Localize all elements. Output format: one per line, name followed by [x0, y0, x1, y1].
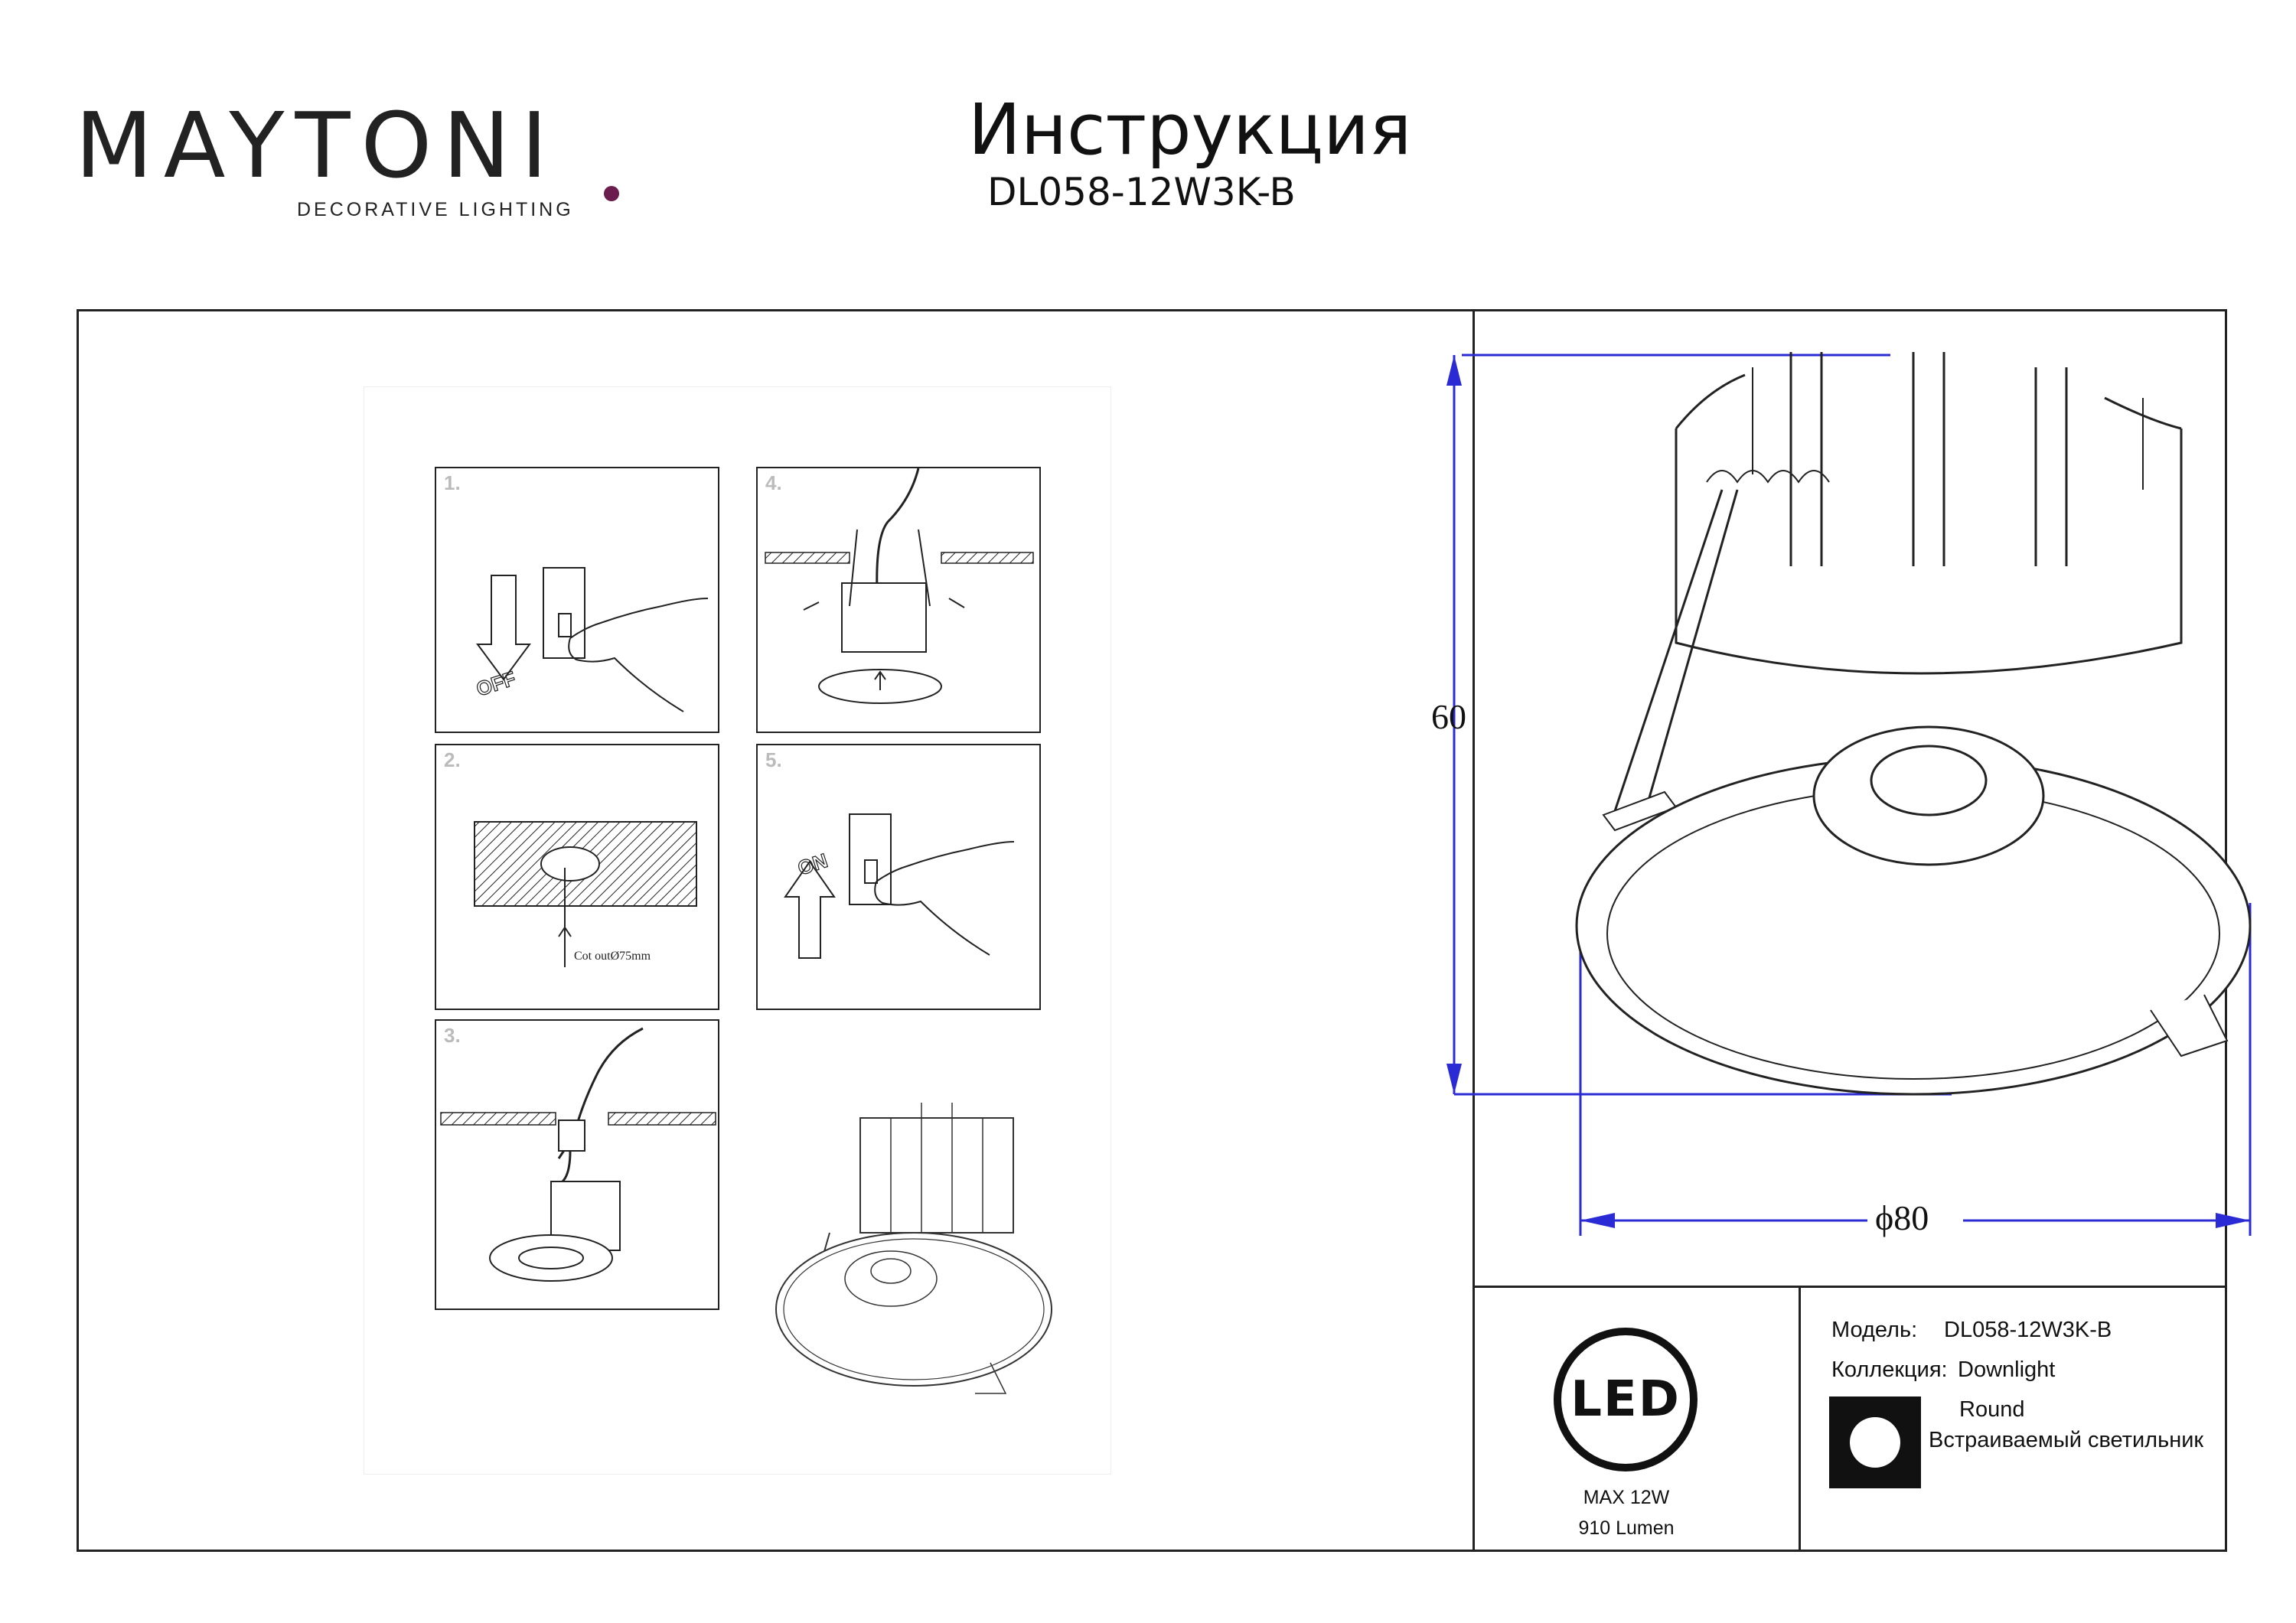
- collection-value: Downlight: [1958, 1357, 2056, 1382]
- led-badge: LED: [1554, 1328, 1698, 1471]
- off-label: OFF: [474, 666, 519, 701]
- cutout-label: Cot outØ75mm: [574, 950, 651, 963]
- technical-drawing: [1446, 352, 2252, 1236]
- led-label: LED: [1570, 1371, 1681, 1428]
- step-4-box: 4.: [756, 467, 1041, 733]
- brand-logo: MAYTONI DECORATIVE LIGHTING: [75, 92, 619, 226]
- connect-wire-icon: [440, 1027, 716, 1282]
- frame-divider: [1473, 309, 1475, 1552]
- lumen-spec: 910 Lumen: [1578, 1517, 1675, 1539]
- switch-off-icon: OFF: [473, 567, 709, 712]
- logo-tagline: DECORATIVE LIGHTING: [297, 199, 574, 220]
- info-column-divider: [1799, 1286, 1801, 1552]
- step-5-box: 5. ON: [756, 744, 1041, 1010]
- page-title: Инструкция: [968, 89, 1412, 171]
- fixture-sketch-icon: [775, 1103, 1052, 1394]
- collection-label: Коллекция:: [1831, 1357, 1948, 1382]
- step-2-box: 2. Cot outØ75mm: [435, 744, 719, 1010]
- model-value: DL058-12W3K-B: [1944, 1318, 2112, 1342]
- round-shape-icon: [1829, 1396, 1921, 1488]
- step-1-box: 1. OFF: [435, 467, 719, 733]
- logo-wordmark: MAYTONI: [75, 93, 559, 198]
- step-number: 5.: [765, 748, 782, 771]
- step-3-box: 3.: [435, 1019, 719, 1310]
- model-label: Модель:: [1831, 1318, 1918, 1342]
- dimension-diameter: ϕ80: [1875, 1198, 1929, 1237]
- logo-accent-dot-icon: [604, 186, 619, 201]
- model-code: DL058-12W3K-B: [987, 170, 1296, 214]
- step-number: 1.: [444, 471, 461, 494]
- insert-fixture-icon: [765, 468, 1034, 704]
- step-number: 3.: [444, 1024, 461, 1047]
- power-spec: MAX 12W: [1583, 1487, 1670, 1508]
- installation-panel: 1. OFF 2. Cot outØ75mm 3.: [364, 386, 1111, 1475]
- info-divider: [1473, 1286, 2227, 1288]
- shape-value: Round: [1959, 1397, 2025, 1422]
- step-number: 4.: [765, 471, 782, 494]
- step-number: 2.: [444, 748, 461, 771]
- switch-on-icon: ON: [784, 813, 1015, 959]
- dimension-height: 60: [1431, 697, 1466, 736]
- type-value: Встраиваемый светильник: [1929, 1428, 2204, 1452]
- ceiling-cutout-icon: Cot outØ75mm: [474, 821, 697, 967]
